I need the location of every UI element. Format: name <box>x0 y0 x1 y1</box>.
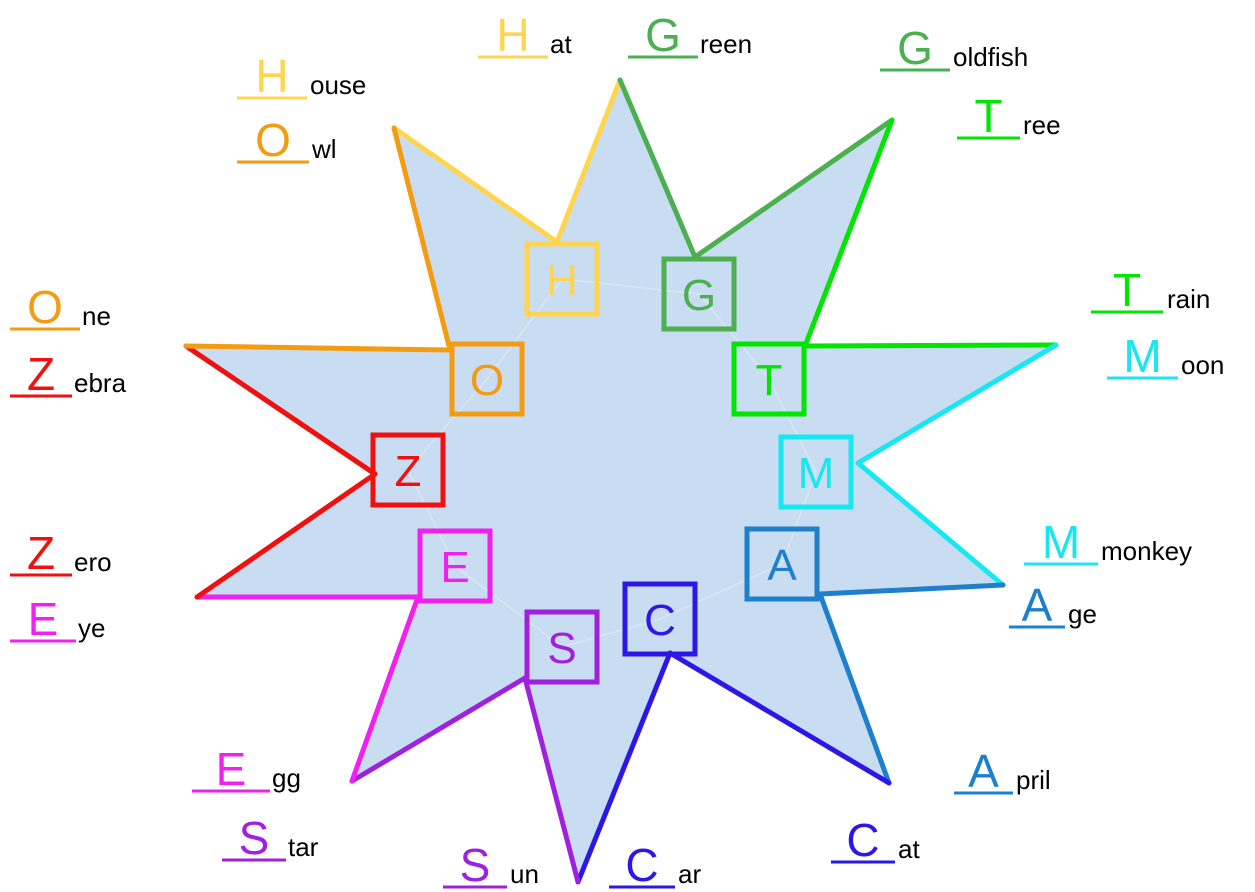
word-rest-text: monkey <box>1101 536 1192 566</box>
word-initial-letter: G <box>897 22 933 74</box>
star-edge-t <box>802 342 1059 349</box>
letter-box-label: S <box>547 624 576 673</box>
star-edge-c <box>575 650 673 885</box>
word-initial-letter: E <box>28 593 59 645</box>
letter-box-label: M <box>798 449 835 498</box>
star-edge-o <box>391 125 453 353</box>
word-initial-letter: A <box>1022 579 1053 631</box>
star-edge-s <box>349 675 528 784</box>
star-edge-t <box>802 117 895 349</box>
word-rest-text: ebra <box>74 368 127 398</box>
star-edge-s <box>522 675 581 885</box>
word-initial-letter: T <box>1113 264 1141 316</box>
star-edge-z <box>194 471 378 600</box>
word-rest-text: rain <box>1167 284 1210 314</box>
word-rest-text: gg <box>272 763 301 793</box>
letter-box-label: H <box>546 256 578 305</box>
word-initial-letter: S <box>239 812 270 864</box>
star-edge-g <box>617 77 698 260</box>
star-edge-z <box>183 343 378 477</box>
letter-box-g <box>661 256 737 332</box>
word-rest-text: ree <box>1023 110 1061 140</box>
inner-ring <box>407 278 817 648</box>
star-edge-m <box>855 460 1006 588</box>
letter-box-label: E <box>440 543 469 592</box>
letter-box-a <box>744 526 820 602</box>
word-rest-text: tar <box>288 832 319 862</box>
letter-box-e <box>417 528 493 604</box>
word-rest-text: ero <box>74 547 112 577</box>
word-initial-letter: S <box>460 839 491 891</box>
word-rest-text: reen <box>700 29 752 59</box>
word-initial-letter: E <box>216 743 247 795</box>
letter-box-t <box>731 341 807 417</box>
word-rest-text: at <box>898 834 920 864</box>
word-initial-letter: Z <box>27 527 55 579</box>
star-edge-g <box>692 117 895 260</box>
word-rest-text: pril <box>1016 765 1051 795</box>
letter-box-c <box>622 581 698 657</box>
word-initial-letter: A <box>968 745 999 797</box>
star-edge-a <box>817 591 892 786</box>
word-initial-letter: T <box>974 90 1002 142</box>
word-rest-text: ouse <box>310 70 366 100</box>
star-edge-o <box>183 343 453 353</box>
word-initial-letter: M <box>1123 330 1161 382</box>
word-rest-text: oldfish <box>953 42 1028 72</box>
word-initial-letter: O <box>255 114 291 166</box>
word-initial-letter: O <box>27 281 63 333</box>
word-initial-letter: C <box>846 814 879 866</box>
letter-box-label: O <box>470 356 504 405</box>
star-edge-h <box>554 77 623 245</box>
star-edge-h <box>391 125 560 245</box>
letter-box-h <box>524 241 600 317</box>
letter-box-label: T <box>756 356 783 405</box>
letter-box-label: A <box>767 541 797 590</box>
word-initial-letter: C <box>625 839 658 891</box>
word-initial-letter: H <box>255 50 288 102</box>
word-rest-text: oon <box>1181 350 1224 380</box>
letter-box-label: Z <box>395 447 422 496</box>
word-initial-letter: H <box>496 9 529 61</box>
word-initial-letter: G <box>645 9 681 61</box>
word-initial-letter: M <box>1042 516 1080 568</box>
letter-box-m <box>778 434 854 510</box>
letter-box-label: G <box>682 271 716 320</box>
star-shape <box>184 78 1058 884</box>
word-rest-text: wl <box>311 134 337 164</box>
letter-box-z <box>370 432 446 508</box>
word-rest-text: ge <box>1068 599 1097 629</box>
word-rest-text: at <box>550 29 572 59</box>
word-rest-text: ar <box>678 859 701 889</box>
star-edge-m <box>855 342 1059 466</box>
word-rest-text: ye <box>78 613 105 643</box>
letter-box-s <box>524 609 600 685</box>
star-edge-a <box>817 582 1006 597</box>
star-edge-c <box>667 650 892 786</box>
word-rest-text: un <box>510 859 539 889</box>
star-edge-e <box>349 594 421 784</box>
word-initial-letter: Z <box>27 348 55 400</box>
letter-box-o <box>449 341 525 417</box>
word-rest-text: ne <box>82 301 111 331</box>
letter-box-label: C <box>644 596 676 645</box>
